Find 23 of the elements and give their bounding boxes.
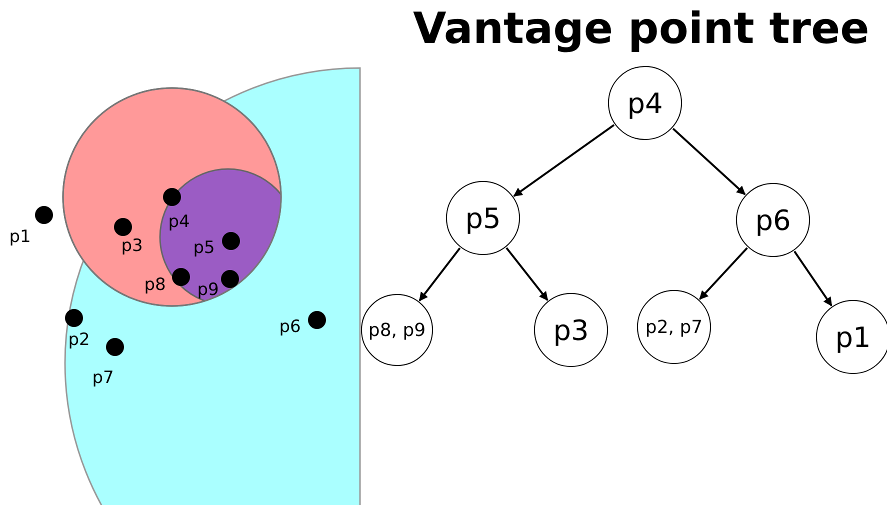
point-label: p5 bbox=[193, 238, 215, 258]
point-label: p2 bbox=[68, 330, 90, 350]
node-label: p6 bbox=[755, 204, 791, 236]
node-label: p1 bbox=[835, 320, 871, 354]
arrow bbox=[418, 248, 461, 302]
node-label: p8, p9 bbox=[368, 320, 426, 340]
point-label: p1 bbox=[9, 227, 31, 247]
node-label: p3 bbox=[553, 314, 589, 346]
arrow bbox=[513, 124, 615, 197]
arrow bbox=[672, 128, 746, 196]
diagram-title: Vantage point tree bbox=[413, 4, 870, 54]
arrow bbox=[794, 250, 832, 306]
point-label: p8 bbox=[144, 275, 166, 295]
point-label: p6 bbox=[279, 317, 301, 337]
node-label: p5 bbox=[465, 202, 501, 234]
point-label: p7 bbox=[92, 368, 114, 388]
arrow bbox=[506, 247, 548, 301]
node-label: p4 bbox=[627, 86, 663, 120]
point-label: p9 bbox=[197, 280, 219, 300]
point-label: p4 bbox=[168, 212, 190, 232]
arrow bbox=[699, 247, 748, 300]
node-label: p2, p7 bbox=[645, 316, 703, 338]
point-label: p3 bbox=[121, 236, 143, 256]
